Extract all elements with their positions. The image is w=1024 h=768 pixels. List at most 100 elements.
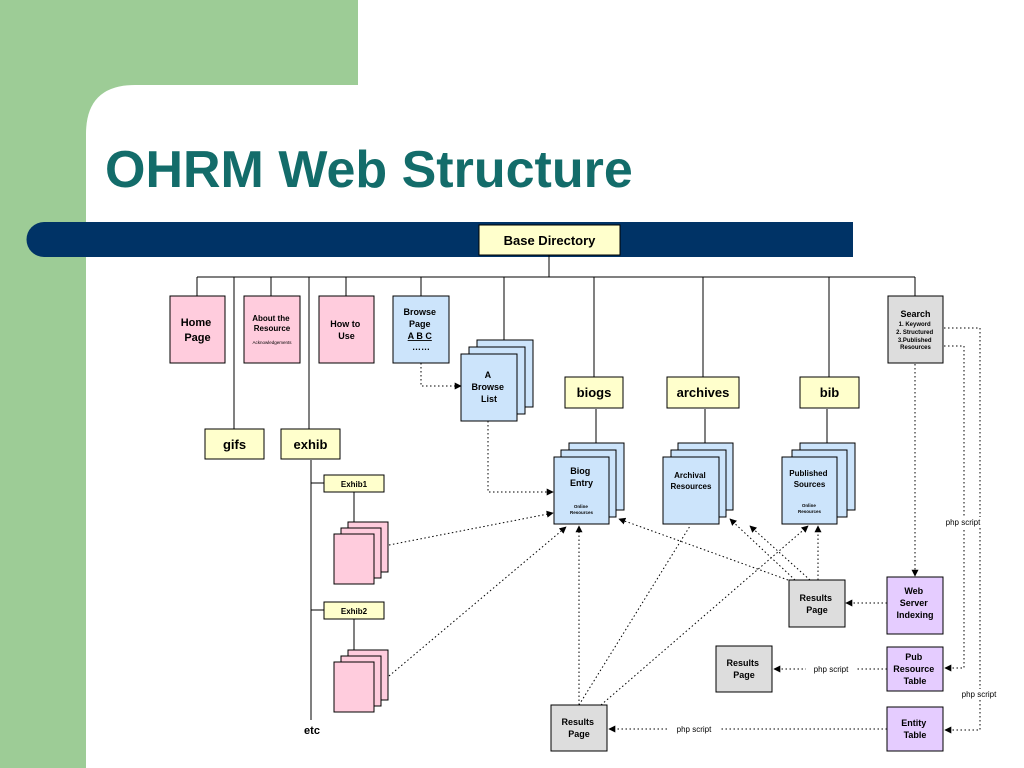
exhib-node[interactable]: exhib [280, 428, 341, 460]
published-sources-line1: Published [789, 469, 827, 478]
exhib1-pages-stack[interactable] [333, 521, 389, 585]
svg-text:Archival Resources: Archival Resources [671, 471, 712, 491]
bib-label: bib [820, 385, 840, 400]
how-to-use-line1: How to [330, 319, 360, 329]
browse-page-line2: Page [409, 319, 431, 329]
php-label-search: php script [946, 518, 981, 527]
a-browse-list-line2: Browse [471, 382, 504, 392]
results-page-node-3[interactable]: Results Page [550, 704, 608, 752]
svg-text:Biog Entry: Biog Entry [570, 466, 593, 488]
search-sub-4: Resources [900, 345, 931, 351]
home-page-label-line2: Page [184, 332, 210, 344]
svg-text:About the Resource: About the Resource [252, 314, 292, 333]
web-server-line3: Indexing [896, 610, 933, 620]
search-node[interactable]: Search 1. Keyword 2. Structured 3.Publis… [887, 295, 944, 364]
svg-text:Online Resources: Online Resources [570, 504, 594, 515]
how-to-use-line2: Use [338, 331, 355, 341]
results-page-2-line1: Results [726, 658, 759, 668]
svg-text:Online Resources: Online Resources [798, 503, 822, 514]
php-label-entity-side: php script [962, 690, 997, 699]
published-sources-sub1: Online [802, 503, 816, 508]
svg-text:Published Sources: Published Sources [789, 469, 829, 489]
archival-resources-line2: Resources [671, 482, 712, 491]
biog-entry-sub2: Resources [570, 510, 594, 515]
dotted-links [388, 327, 981, 734]
about-label-line2: Resource [254, 324, 291, 333]
entity-table-line2: Table [904, 730, 927, 740]
svg-text:Entity Table: Entity Table [901, 718, 929, 740]
about-resource-node[interactable]: About the Resource Acknowledgements [243, 295, 301, 364]
browse-page-line1: Browse [403, 307, 436, 317]
exhib-label: exhib [294, 437, 328, 452]
svg-text:Home Page: Home Page [181, 317, 215, 344]
results-page-3-line2: Page [568, 729, 590, 739]
base-directory-label: Base Directory [504, 233, 597, 248]
svg-text:Web Server Ind: Web Server Indexing [896, 586, 933, 620]
base-directory-node[interactable]: Base Directory [478, 224, 621, 256]
results-page-1-line2: Page [806, 605, 828, 615]
svg-text:How to Use: How to Use [330, 319, 363, 341]
biogs-node[interactable]: biogs [564, 376, 624, 409]
entity-table-line1: Entity [901, 718, 926, 728]
gifs-label: gifs [223, 437, 246, 452]
search-sub-1: 1. Keyword [899, 322, 931, 328]
svg-text:1. Keyword 2. Structur: 1. Keyword 2. Structured 3.Published Res… [896, 322, 935, 351]
published-sources-node[interactable]: Published Sources Online Resources [781, 442, 856, 525]
archival-resources-line1: Archival [674, 471, 706, 480]
etc-label: etc [304, 725, 320, 737]
biogs-label: biogs [577, 385, 612, 400]
results-page-node-1[interactable]: Results Page [788, 579, 846, 628]
search-label: Search [900, 309, 930, 319]
pub-resource-table-node[interactable]: Pub Resource Table [886, 646, 944, 692]
biog-entry-node[interactable]: Biog Entry Online Resources [553, 442, 625, 525]
home-page-label-line1: Home [181, 317, 212, 329]
exhib2-label: Exhib2 [341, 607, 368, 616]
web-server-indexing-node[interactable]: Web Server Indexing [886, 576, 944, 635]
bib-node[interactable]: bib [799, 376, 860, 409]
published-sources-line2: Sources [794, 480, 826, 489]
published-sources-sub2: Resources [798, 509, 822, 514]
web-server-line1: Web [904, 586, 923, 596]
pub-resource-line1: Pub [905, 652, 923, 662]
svg-text:Results Page: Results Page [726, 658, 761, 680]
svg-text:A Browse List: A Browse List [471, 370, 506, 404]
a-browse-list-line1: A [485, 370, 492, 380]
archival-resources-node[interactable]: Archival Resources [662, 442, 734, 525]
results-page-node-2[interactable]: Results Page [715, 645, 773, 693]
biog-entry-line1: Biog [570, 466, 590, 476]
archives-label: archives [677, 385, 730, 400]
entity-table-node[interactable]: Entity Table [886, 706, 944, 752]
results-page-1-line1: Results [799, 593, 832, 603]
exhib2-node[interactable]: Exhib2 [323, 601, 385, 620]
how-to-use-node[interactable]: How to Use [318, 295, 375, 364]
svg-text:Results Page: Results Page [799, 593, 834, 615]
search-sub-3: 3.Published [898, 338, 932, 344]
php-label-pub-resource: php script [814, 665, 849, 674]
exhib2-pages-stack[interactable] [333, 649, 389, 713]
a-browse-list-node[interactable]: A Browse List [460, 339, 534, 422]
svg-text:Pub Resource T: Pub Resource Table [893, 652, 937, 686]
svg-text:Browse Page A: Browse Page A B C …… [403, 307, 438, 352]
archives-node[interactable]: archives [666, 376, 740, 409]
web-server-line2: Server [900, 598, 929, 608]
php-label-entity: php script [677, 725, 712, 734]
biog-entry-line2: Entry [570, 478, 593, 488]
pub-resource-line2: Resource [893, 664, 934, 674]
gifs-node[interactable]: gifs [204, 428, 265, 460]
exhib1-node[interactable]: Exhib1 [323, 474, 385, 493]
search-sub-2: 2. Structured [896, 330, 933, 336]
results-page-2-line2: Page [733, 670, 755, 680]
pub-resource-line3: Table [904, 676, 927, 686]
biog-entry-sub1: Online [574, 504, 588, 509]
php-labels: php script php script php script php scr… [669, 517, 1002, 735]
a-browse-list-line3: List [481, 394, 497, 404]
exhib1-label: Exhib1 [341, 480, 368, 489]
page-title: OHRM Web Structure [105, 141, 633, 199]
tree-lines [196, 255, 916, 720]
about-label-line1: About the [252, 314, 290, 323]
home-page-node[interactable]: Home Page [169, 295, 226, 364]
browse-page-node[interactable]: Browse Page A B C …… [392, 295, 450, 364]
about-sub-label: Acknowledgements [252, 340, 292, 345]
